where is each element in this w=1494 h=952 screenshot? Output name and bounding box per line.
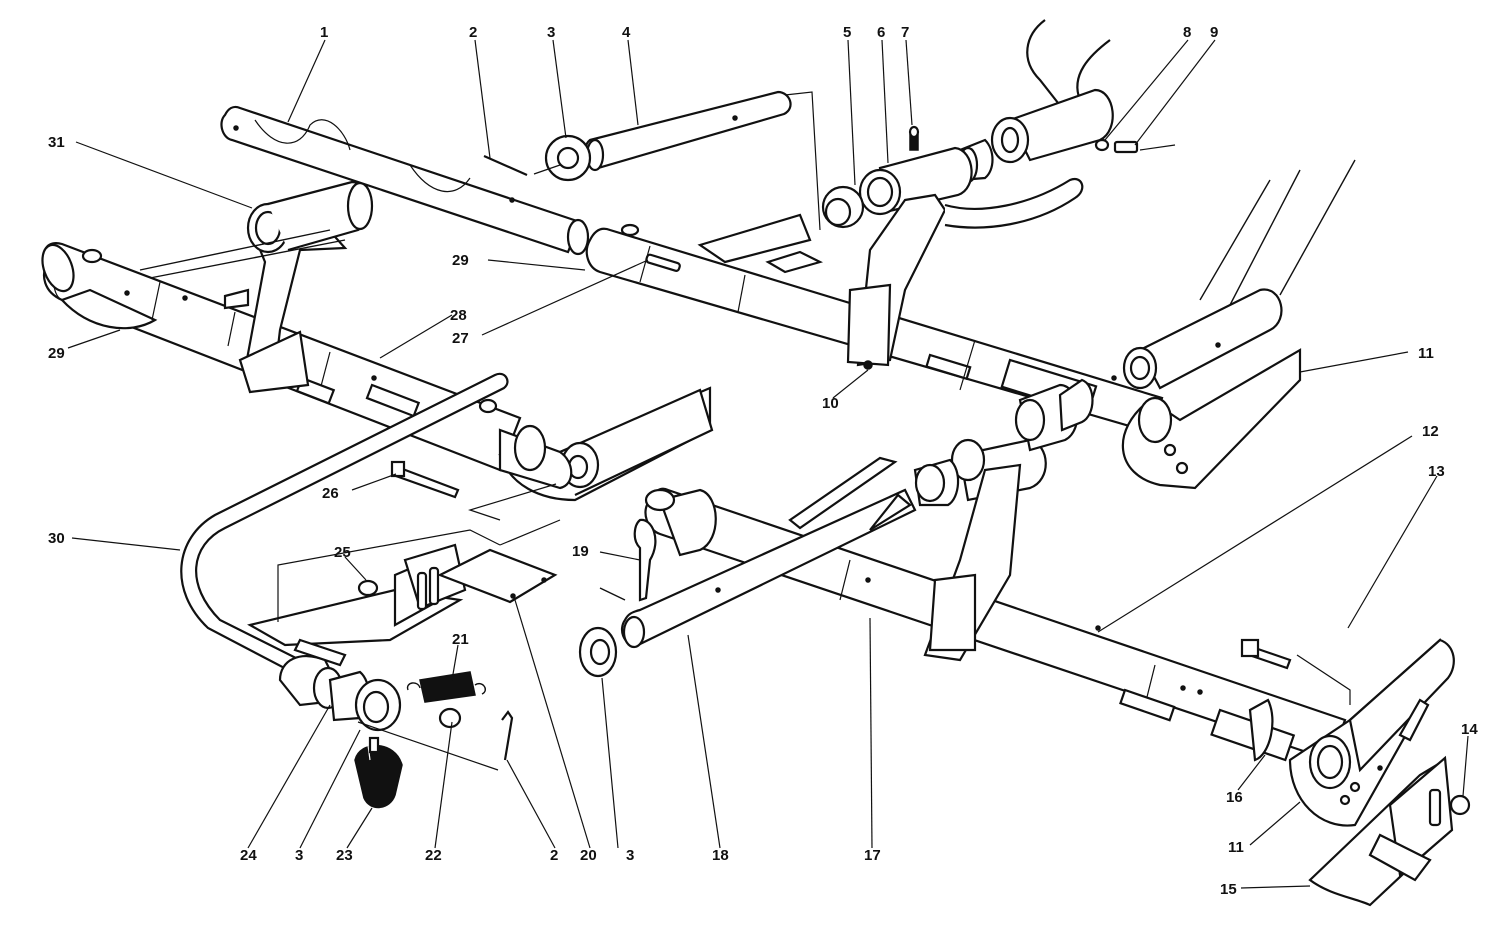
callout-20: 20 <box>580 847 597 864</box>
u-handle-bar <box>180 372 509 674</box>
callout-31: 31 <box>48 134 65 151</box>
callout-18: 18 <box>712 847 729 864</box>
callout-21: 21 <box>452 631 469 648</box>
upper-right-arm <box>821 19 1139 370</box>
callout-10: 10 <box>822 395 839 412</box>
callout-12: 12 <box>1422 423 1439 440</box>
callout-3-top: 3 <box>547 24 555 41</box>
callout-4: 4 <box>622 24 631 41</box>
foot-rest <box>1308 755 1471 907</box>
spring-and-nut <box>406 671 486 729</box>
callout-11-upper: 11 <box>1418 345 1434 362</box>
callout-26: 26 <box>322 485 339 502</box>
callout-19: 19 <box>572 543 589 560</box>
callout-8: 8 <box>1183 24 1191 41</box>
callout-labels: 1 2 3 4 5 6 7 8 9 31 29 29 27 28 10 11 1… <box>48 24 1478 898</box>
callout-3-bottom-left: 3 <box>295 847 303 864</box>
callout-14: 14 <box>1461 721 1478 738</box>
upper-right-end-bracket <box>1121 159 1356 490</box>
left-arm-bracket <box>238 180 374 394</box>
callout-27: 27 <box>452 330 469 347</box>
callout-29-left: 29 <box>48 345 65 362</box>
pedal-plate <box>247 543 558 647</box>
callout-7: 7 <box>901 24 909 41</box>
pivot-shaft <box>620 456 917 649</box>
top-pivot-pin <box>544 90 792 182</box>
callout-30: 30 <box>48 530 65 547</box>
assembly-lines <box>277 91 1351 771</box>
top-tube-part-1 <box>220 105 590 256</box>
callout-24: 24 <box>240 847 257 864</box>
callout-6: 6 <box>877 24 885 41</box>
lower-right-arm <box>913 378 1094 662</box>
callout-2-top: 2 <box>469 24 477 41</box>
callout-28: 28 <box>450 307 467 324</box>
bolts <box>357 460 1292 670</box>
rubber-bumper <box>354 736 403 809</box>
cotter-pins <box>483 154 657 761</box>
callout-25: 25 <box>334 544 351 561</box>
callout-29-center: 29 <box>452 252 469 269</box>
callout-5: 5 <box>843 24 851 41</box>
callout-1: 1 <box>320 24 328 41</box>
callout-15: 15 <box>1220 881 1237 898</box>
callout-11-lower: 11 <box>1228 839 1244 856</box>
frame-crossbar <box>139 229 346 310</box>
callout-3-bottom-mid: 3 <box>626 847 634 864</box>
callout-13: 13 <box>1428 463 1445 480</box>
left-lower-hub <box>278 638 402 732</box>
callout-16: 16 <box>1226 789 1243 806</box>
lower-left-bracket <box>478 386 714 502</box>
lower-right-end-bracket <box>1248 638 1455 827</box>
loose-washers <box>578 626 618 678</box>
callout-23: 23 <box>336 847 353 864</box>
leader-lines <box>67 39 1469 889</box>
callout-2-bottom: 2 <box>550 847 558 864</box>
callout-17: 17 <box>864 847 881 864</box>
callout-22: 22 <box>425 847 442 864</box>
callout-9: 9 <box>1210 24 1218 41</box>
